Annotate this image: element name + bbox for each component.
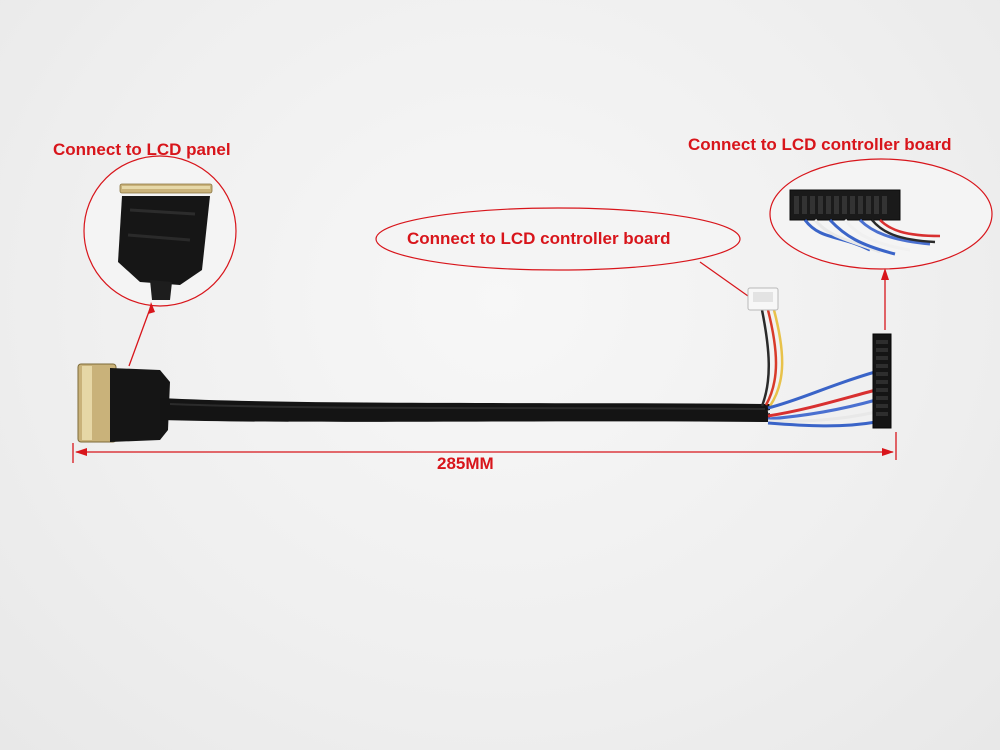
power-connector-callout xyxy=(375,207,749,297)
controller-connector-callout xyxy=(769,158,993,270)
panel-connector-callout xyxy=(83,155,237,307)
main-cable xyxy=(77,287,892,443)
cable-length-label: 285MM xyxy=(437,454,494,473)
controller-board-label-top: Connect to LCD controller board xyxy=(688,135,952,154)
controller-board-label-middle: Connect to LCD controller board xyxy=(407,229,671,248)
arrow-controller-right xyxy=(881,268,889,330)
panel-connector-label: Connect to LCD panel xyxy=(53,140,231,159)
dimension-line xyxy=(72,432,897,463)
arrow-panel xyxy=(128,302,155,367)
